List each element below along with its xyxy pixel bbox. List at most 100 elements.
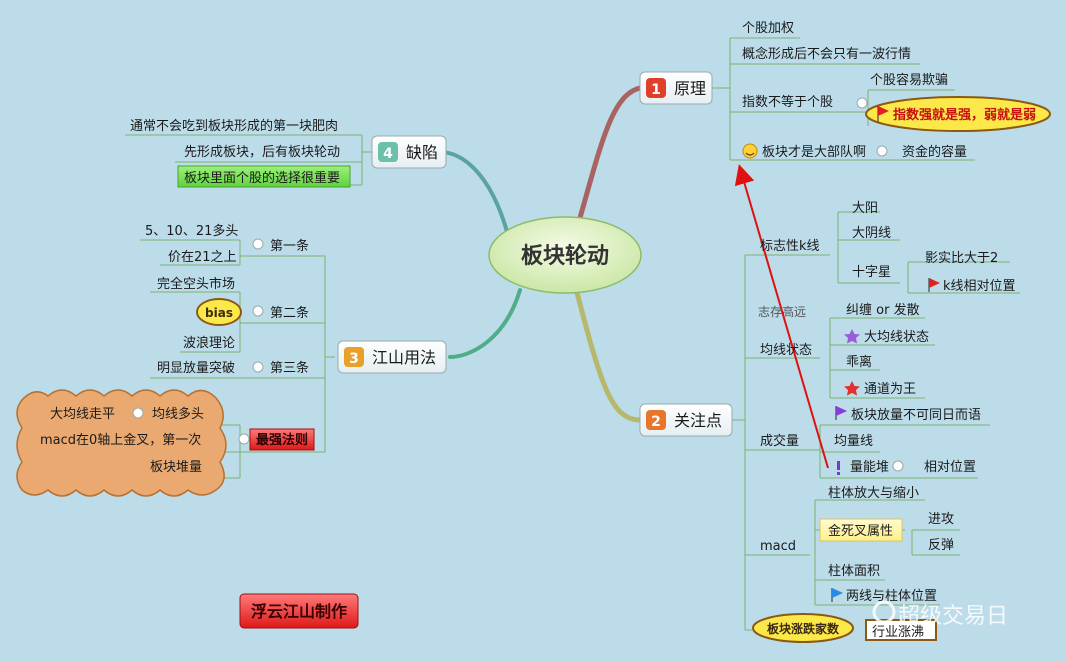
branch2-items: 标志性k线 大阳 大阴线 十字星 影实比大于2 k线相对位置 志存高远 均线状态… [752,201,1016,643]
rule2-label[interactable]: 第二条 [270,305,309,321]
volume-item-0[interactable]: 板块放量不可同日而语 [851,408,981,423]
smile-mouth-icon [745,152,755,156]
smile-icon [742,143,758,159]
branch1-node[interactable]: 1 原理 [639,71,713,105]
strongest-item-2[interactable]: macd在0轴上金叉，第一次 [40,432,201,448]
ma-item-2[interactable]: 乖离 [846,354,872,370]
center-node[interactable]: 板块轮动 [488,216,642,294]
macd-item-0[interactable]: 柱体放大与缩小 [828,485,919,501]
kline-label[interactable]: 标志性k线 [760,239,820,254]
ma-item-1[interactable]: 大均线状态 [864,330,929,345]
breadth-bubble[interactable]: 板块涨跌家数 [752,613,854,643]
branch1-title: 原理 [674,79,706,98]
rule1-item-0[interactable]: 5、10、21多头 [145,223,238,239]
macd-item-4[interactable]: 柱体面积 [828,564,880,579]
blue-flag-icon [832,588,843,598]
rule3-label[interactable]: 第三条 [270,360,309,376]
red-flag-icon [929,278,940,288]
bias-bubble[interactable]: bias [196,298,242,326]
motto-text: 志存高远 [758,304,806,319]
branch2-number-badge: 2 [651,414,661,430]
purple-star-icon [844,329,860,344]
collapse-icon[interactable] [856,97,868,109]
kline-item-4[interactable]: k线相对位置 [943,279,1016,294]
kline-item-2[interactable]: 十字星 [852,265,891,280]
branch3-node[interactable]: 3 江山用法 [337,340,447,374]
collapse-icon[interactable] [252,361,264,373]
branch1-item-4: 指数强就是强，弱就是弱 [893,107,1036,123]
branch3-title: 江山用法 [372,348,436,367]
branch1-item-3[interactable]: 个股容易欺骗 [870,72,948,88]
rule1-item-1[interactable]: 价在21之上 [168,250,237,265]
branch1-item-6[interactable]: 资金的容量 [902,144,967,160]
branch1-items: 个股加权 概念形成后不会只有一波行情 指数不等于个股 个股容易欺骗 指数强就是强… [742,20,1051,160]
collapse-icon[interactable] [132,407,144,419]
highlight-bubble[interactable]: 指数强就是强，弱就是弱 [865,96,1051,132]
branch2-node[interactable]: 2 关注点 [639,403,733,437]
collapse-icon[interactable] [892,460,904,472]
strongest-item-3[interactable]: 板块堆量 [150,460,202,475]
branch4-title: 缺陷 [406,143,438,162]
collapse-icon[interactable] [252,238,264,250]
strongest-label: 最强法则 [256,432,308,448]
collapse-icon[interactable] [876,145,888,157]
kline-item-1[interactable]: 大阴线 [852,226,891,241]
branch1-number-badge: 1 [651,82,661,98]
ma-label[interactable]: 均线状态 [760,343,812,358]
breadth-label: 板块涨跌家数 [767,621,840,636]
branch3-items: 第一条 5、10、21多头 价在21之上 第二条 完全空头市场 bias 波浪理… [16,223,315,497]
kline-item-0[interactable]: 大阳 [852,201,878,216]
relation-arrow [734,164,829,469]
branch4-item-0[interactable]: 通常不会吃到板块形成的第一块肥肉 [130,118,338,134]
rule2-item-2[interactable]: 波浪理论 [183,336,235,351]
red-flag-icon [878,106,889,116]
macd-item-1[interactable]: 金死叉属性 [828,523,893,539]
breadth-sub[interactable]: 行业涨沸 [872,625,924,640]
branch1-item-2[interactable]: 指数不等于个股 [742,94,833,110]
strongest-item-1[interactable]: 均线多头 [152,406,204,422]
author-text: 浮云江山制作 [251,602,347,621]
strongest-cloud [16,389,227,497]
ma-item-0[interactable]: 纠缠 or 发散 [846,302,920,318]
center-title: 板块轮动 [521,243,609,269]
branch1-item-1[interactable]: 概念形成后不会只有一波行情 [742,46,911,62]
branch4-items: 通常不会吃到板块形成的第一块肥肉 先形成板块，后有板块轮动 板块里面个股的选择很… [130,118,351,188]
volume-label[interactable]: 成交量 [760,433,799,449]
collapse-icon[interactable] [252,305,264,317]
connector-lines [35,37,1020,631]
ma-item-3[interactable]: 通道为王 [864,382,916,397]
branch1-item-0[interactable]: 个股加权 [742,20,794,36]
strongest-label-box[interactable] [249,428,315,451]
collapse-icon[interactable] [238,433,250,445]
red-star-icon [844,381,860,396]
macd-item-5[interactable]: 两线与柱体位置 [846,589,937,604]
branch2-title: 关注点 [674,411,722,430]
branch4-item-2[interactable]: 板块里面个股的选择很重要 [184,170,340,186]
wechat-icon [872,600,896,624]
volume-item-2[interactable]: 量能堆 [850,460,889,475]
rule2-item-0[interactable]: 完全空头市场 [157,276,235,292]
macd-item-2[interactable]: 进攻 [928,512,954,527]
branch3-number-badge: 3 [349,351,359,367]
volume-item-3[interactable]: 相对位置 [924,460,976,475]
branch4-number-badge: 4 [383,146,393,162]
rule2-item-1: bias [205,306,233,320]
strongest-item-0[interactable]: 大均线走平 [50,407,115,422]
rule1-label[interactable]: 第一条 [270,238,309,254]
purple-flag-icon [836,406,847,416]
volume-item-1[interactable]: 均量线 [834,434,873,449]
branch1-item-5[interactable]: 板块才是大部队啊 [762,145,866,160]
rule3-item-0[interactable]: 明显放量突破 [157,360,235,376]
macd-label[interactable]: macd [760,539,796,554]
branch4-item-1[interactable]: 先形成板块，后有板块轮动 [184,145,340,160]
kline-item-3[interactable]: 影实比大于2 [925,251,998,266]
watermark-text: 超级交易日 [898,604,1008,629]
breadth-sub-box [865,619,937,641]
exclamation-icon [837,461,840,470]
branch4-highlight-box [177,165,351,188]
branch4-node[interactable]: 4 缺陷 [371,135,447,169]
macd-item-3[interactable]: 反弹 [928,538,954,553]
watermark: 超级交易日 [872,600,1008,629]
author-badge: 浮云江山制作 [239,593,359,629]
